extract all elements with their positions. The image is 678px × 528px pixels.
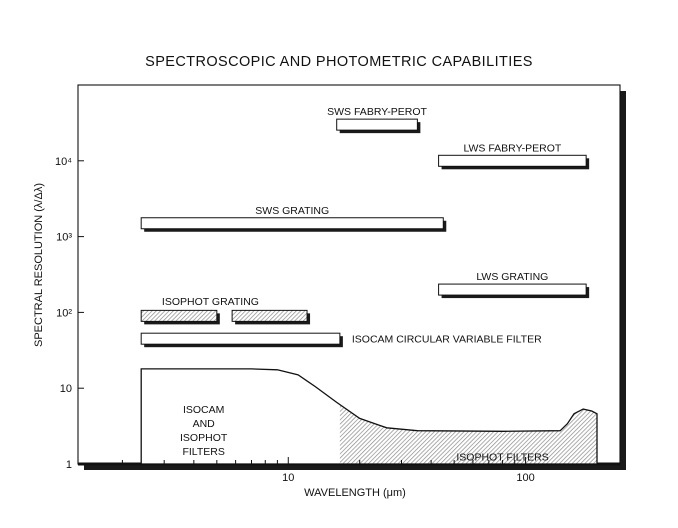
bar-sws-grating — [140, 217, 444, 230]
bar-label: SWS FABRY-PEROT — [327, 106, 427, 118]
filter-region-outline — [140, 368, 598, 465]
region-label: FILTERS — [182, 446, 224, 458]
group-label: ISOPHOT GRATING — [162, 296, 259, 308]
x-tick-label: 10 — [282, 472, 294, 484]
region-label: ISOCAM — [183, 404, 224, 416]
y-axis-label: SPECTRAL RESOLUTION (λ/Δλ) — [33, 183, 45, 347]
x-tick-label: 100 — [516, 472, 534, 484]
region-label: ISOPHOT FILTERS — [456, 452, 548, 464]
bar-isophot-grating-4 — [140, 309, 218, 322]
y-tick-label: 10⁴ — [55, 156, 72, 168]
bar-sws-fabry-perot — [336, 118, 418, 131]
y-tick-label: 10 — [60, 383, 72, 395]
region-label: ISOPHOT — [180, 432, 228, 444]
y-tick-label: 10² — [56, 307, 72, 319]
filter-region-hatch — [339, 404, 597, 464]
bar-isophot-grating-5 — [231, 309, 308, 322]
bar-label: LWS FABRY-PEROT — [463, 142, 561, 154]
bar-lws-grating — [438, 283, 587, 296]
y-tick-label: 1 — [66, 459, 72, 471]
chart-title: SPECTROSCOPIC AND PHOTOMETRIC CAPABILITI… — [145, 54, 533, 70]
bar-isocam-circular-variable-filter — [140, 332, 341, 345]
region-label: AND — [193, 418, 216, 430]
x-axis-label: WAVELENGTH (μm) — [304, 487, 406, 499]
bar-label: LWS GRATING — [476, 271, 548, 283]
y-tick-label: 10³ — [56, 232, 72, 244]
bar-lws-fabry-perot — [438, 154, 587, 167]
bar-label: ISOCAM CIRCULAR VARIABLE FILTER — [352, 334, 542, 346]
bar-label: SWS GRATING — [255, 205, 329, 217]
